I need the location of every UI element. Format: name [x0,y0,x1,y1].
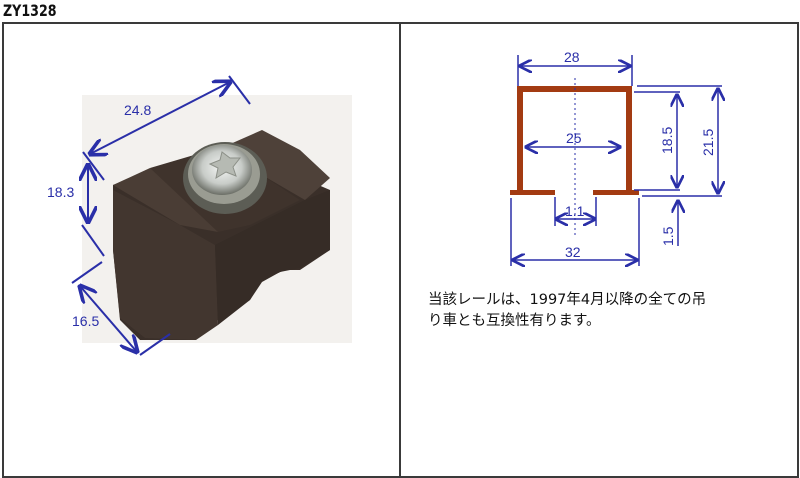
screw-head [183,142,267,214]
compatibility-note: 当該レールは、1997年4月以降の全ての吊 り車とも互換性有ります。 [428,290,788,332]
rail-profile [510,86,639,195]
dim-length-label: 24.8 [124,102,151,118]
panel-divider [399,22,401,476]
rail-dimension-lines [510,55,722,266]
dim-slot-label: 1.1 [565,203,585,219]
note-line-2: り車とも互換性有ります。 [428,313,601,329]
dim-total-height-label: 21.5 [700,129,716,156]
dim-width-label: 16.5 [72,313,99,329]
dim-inner-height-label: 18.5 [659,127,675,154]
dim-inner-width-label: 25 [566,130,582,146]
product-code-title: ZY1328 [3,1,57,20]
note-line-1: 当該レールは、1997年4月以降の全ての吊 [428,292,707,308]
dim-height-label: 18.3 [47,184,74,200]
dimension-lines-left [71,75,251,355]
dim-bottom-width-label: 32 [565,244,581,260]
dim-top-width-label: 28 [564,49,580,65]
dim-flange-label: 1.5 [660,226,676,246]
